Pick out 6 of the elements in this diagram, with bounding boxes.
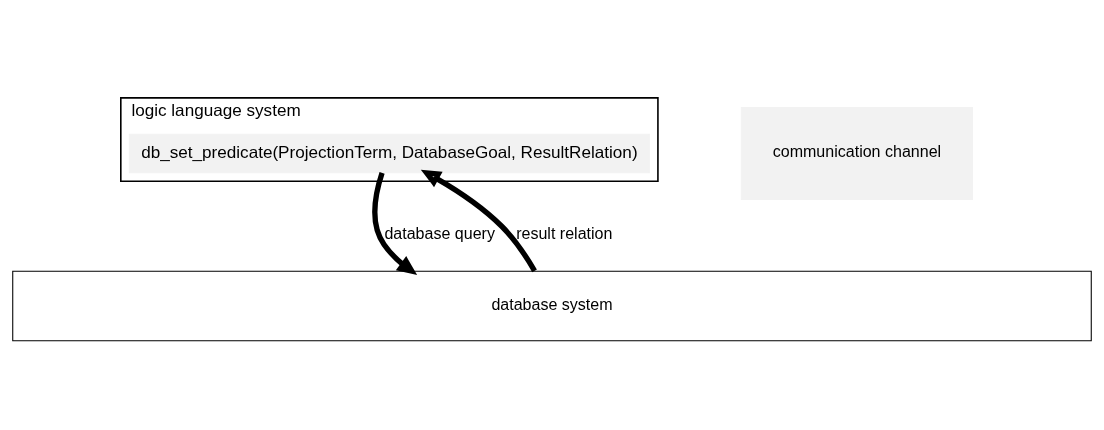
edge-label: database query <box>384 224 495 243</box>
arrow <box>420 169 537 273</box>
node-box: db_set_predicate(ProjectionTerm, DatabaseGoal, ResultRelation) <box>128 133 650 174</box>
edge-label: result relation <box>516 224 613 243</box>
node-box: database system <box>12 270 1092 342</box>
arrow <box>372 172 418 276</box>
